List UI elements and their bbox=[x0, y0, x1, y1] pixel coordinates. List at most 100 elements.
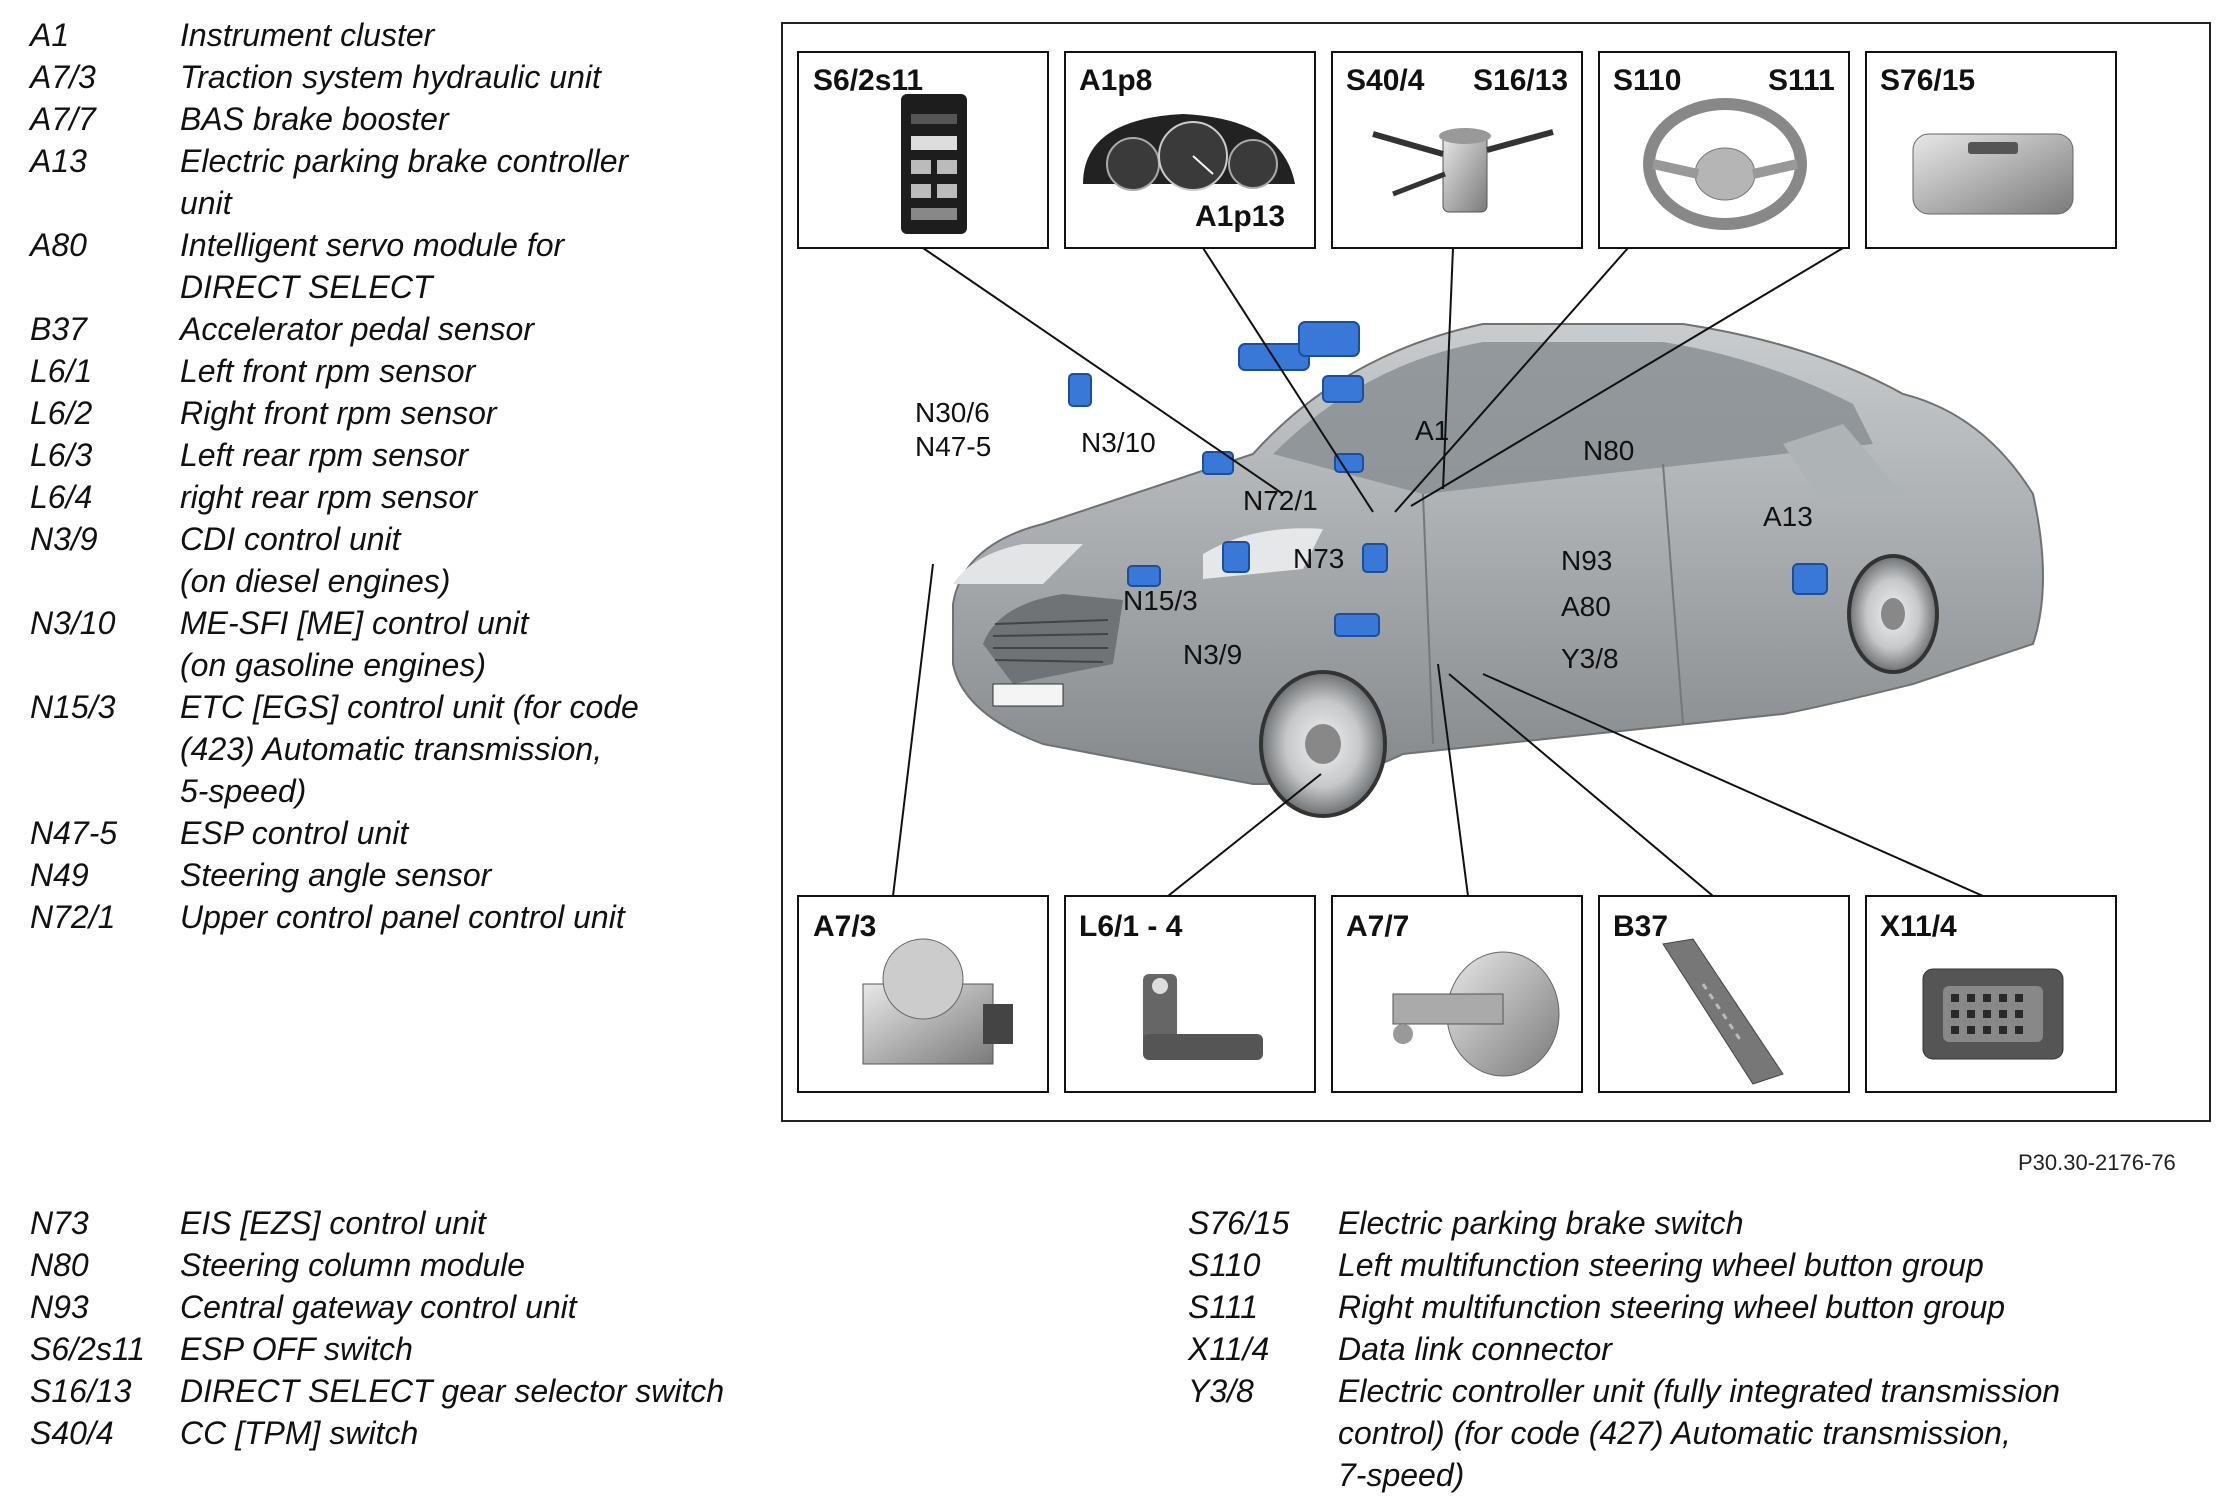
figure-reference-code: P30.30-2176-76 bbox=[2018, 1150, 2176, 1175]
legend-description-line: ME-SFI [ME] control unit bbox=[180, 605, 529, 641]
legend-entry: L6/2 Right front rpm sensor bbox=[30, 392, 639, 434]
legend-code: A7/7 bbox=[30, 101, 96, 137]
callout-n47-5: N47-5 bbox=[915, 431, 991, 462]
legend-description-line: Steering angle sensor bbox=[180, 857, 492, 893]
legend-description-line: CDI control unit bbox=[180, 521, 401, 557]
legend-code: N80 bbox=[30, 1247, 89, 1283]
legend-entry: L6/4 right rear rpm sensor bbox=[30, 476, 639, 518]
legend-code: N49 bbox=[30, 857, 89, 893]
box-label-s16-13: S16/13 bbox=[1473, 64, 1568, 97]
legend-description-line: Data link connector bbox=[1338, 1331, 1612, 1367]
callout-y3-8: Y3/8 bbox=[1561, 643, 1619, 674]
legend-code: N47-5 bbox=[30, 815, 118, 851]
legend-description-line: Central gateway control unit bbox=[180, 1289, 577, 1325]
legend-description: Left rear rpm sensor bbox=[180, 434, 468, 476]
box-label-s110: S110 bbox=[1613, 64, 1681, 97]
esp-off-switch-panel-picture bbox=[901, 94, 967, 234]
legend-entry: N47-5 ESP control unit bbox=[30, 812, 639, 854]
legend-description: Left multifunction steering wheel button… bbox=[1338, 1244, 1984, 1286]
legend-description: Steering column module bbox=[180, 1244, 525, 1286]
legend-code: A1 bbox=[30, 17, 70, 53]
callout-n30-6: N30/6 bbox=[915, 397, 990, 428]
legend-entry: A1 Instrument cluster bbox=[30, 14, 639, 56]
legend-description-line: control) (for code (427) Automatic trans… bbox=[1338, 1415, 2011, 1451]
legend-description-line: BAS brake booster bbox=[180, 101, 449, 137]
legend-description: Data link connector bbox=[1338, 1328, 1612, 1370]
legend-entry: N80 Steering column module bbox=[30, 1244, 724, 1286]
legend-description: Right multifunction steering wheel butto… bbox=[1338, 1286, 2005, 1328]
legend-code: L6/2 bbox=[30, 395, 93, 431]
legend-description-line: 5-speed) bbox=[180, 773, 307, 809]
legend-description-line: Instrument cluster bbox=[180, 17, 435, 53]
legend-description: Electric parking brake switch bbox=[1338, 1202, 1743, 1244]
legend-entry: N3/10 ME-SFI [ME] control unit(on gasolin… bbox=[30, 602, 639, 686]
box-label-a7-3: A7/3 bbox=[813, 910, 876, 943]
legend-description: Instrument cluster bbox=[180, 14, 434, 56]
legend-entry: Y3/8 Electric controller unit (fully inte… bbox=[1188, 1370, 2060, 1496]
legend-description-line: unit bbox=[180, 185, 232, 221]
steering-column-switches-picture bbox=[1372, 128, 1554, 213]
legend-description-line: (on diesel engines) bbox=[180, 563, 451, 599]
callout-n3-10: N3/10 bbox=[1081, 427, 1156, 458]
legend-description: ME-SFI [ME] control unit(on gasoline eng… bbox=[180, 602, 529, 686]
steering-wheel-picture bbox=[1643, 98, 1807, 230]
legend-description-line: ESP control unit bbox=[180, 815, 409, 851]
box-label-x11-4: X11/4 bbox=[1880, 910, 1957, 943]
box-label-a1p8: A1p8 bbox=[1079, 64, 1152, 97]
legend-code: N73 bbox=[30, 1205, 89, 1241]
legend-description-line: Right front rpm sensor bbox=[180, 395, 497, 431]
legend-entry: N73 EIS [EZS] control unit bbox=[30, 1202, 724, 1244]
legend-description: right rear rpm sensor bbox=[180, 476, 477, 518]
legend-code: Y3/8 bbox=[1188, 1373, 1254, 1409]
legend-description-line: Left multifunction steering wheel button… bbox=[1338, 1247, 1984, 1283]
legend-description-line: DIRECT SELECT bbox=[180, 269, 433, 305]
legend-description: ESP OFF switch bbox=[180, 1328, 413, 1370]
callout-a13: A13 bbox=[1763, 501, 1813, 532]
legend-entry: N93 Central gateway control unit bbox=[30, 1286, 724, 1328]
legend-description-line: Traction system hydraulic unit bbox=[180, 59, 601, 95]
legend-description: Upper control panel control unit bbox=[180, 896, 625, 938]
legend-code: N93 bbox=[30, 1289, 89, 1325]
legend-description-line: Upper control panel control unit bbox=[180, 899, 625, 935]
legend-description-line: Accelerator pedal sensor bbox=[180, 311, 534, 347]
legend-description: DIRECT SELECT gear selector switch bbox=[180, 1370, 724, 1412]
legend-code: S76/15 bbox=[1188, 1205, 1290, 1241]
leader-lines bbox=[892, 247, 1984, 897]
legend-description: Electric parking brake controller unit bbox=[180, 140, 628, 224]
callout-n93: N93 bbox=[1561, 545, 1612, 576]
legend-description: EIS [EZS] control unit bbox=[180, 1202, 486, 1244]
legend-description: ETC [EGS] control unit (for code(423) Au… bbox=[180, 686, 639, 812]
legend-code: A13 bbox=[30, 143, 87, 179]
box-label-s6-2s11: S6/2s11 bbox=[813, 64, 923, 97]
legend-code: L6/4 bbox=[30, 479, 93, 515]
box-label-b37: B37 bbox=[1613, 910, 1668, 943]
legend-description: Electric controller unit (fully integrat… bbox=[1338, 1370, 2060, 1496]
legend-code: X11/4 bbox=[1188, 1331, 1270, 1367]
legend-description: Traction system hydraulic unit bbox=[180, 56, 601, 98]
legend-description-line: ETC [EGS] control unit (for code bbox=[180, 689, 639, 725]
legend-description-line: Electric parking brake switch bbox=[1338, 1205, 1744, 1241]
legend-description-line: Electric parking brake controller bbox=[180, 143, 629, 179]
legend-description-line: CC [TPM] switch bbox=[180, 1415, 419, 1451]
legend-code: S6/2s11 bbox=[30, 1331, 146, 1367]
legend-code: N3/10 bbox=[30, 605, 116, 641]
legend-description-line: right rear rpm sensor bbox=[180, 479, 477, 515]
legend-description: Central gateway control unit bbox=[180, 1286, 577, 1328]
legend-entry: S6/2s11 ESP OFF switch bbox=[30, 1328, 724, 1370]
callout-n15-3: N15/3 bbox=[1123, 585, 1198, 616]
callout-n3-9: N3/9 bbox=[1183, 639, 1242, 670]
legend-code: S16/13 bbox=[30, 1373, 132, 1409]
highlighted-modules bbox=[1068, 321, 1828, 637]
legend-description-line: Left rear rpm sensor bbox=[180, 437, 469, 473]
